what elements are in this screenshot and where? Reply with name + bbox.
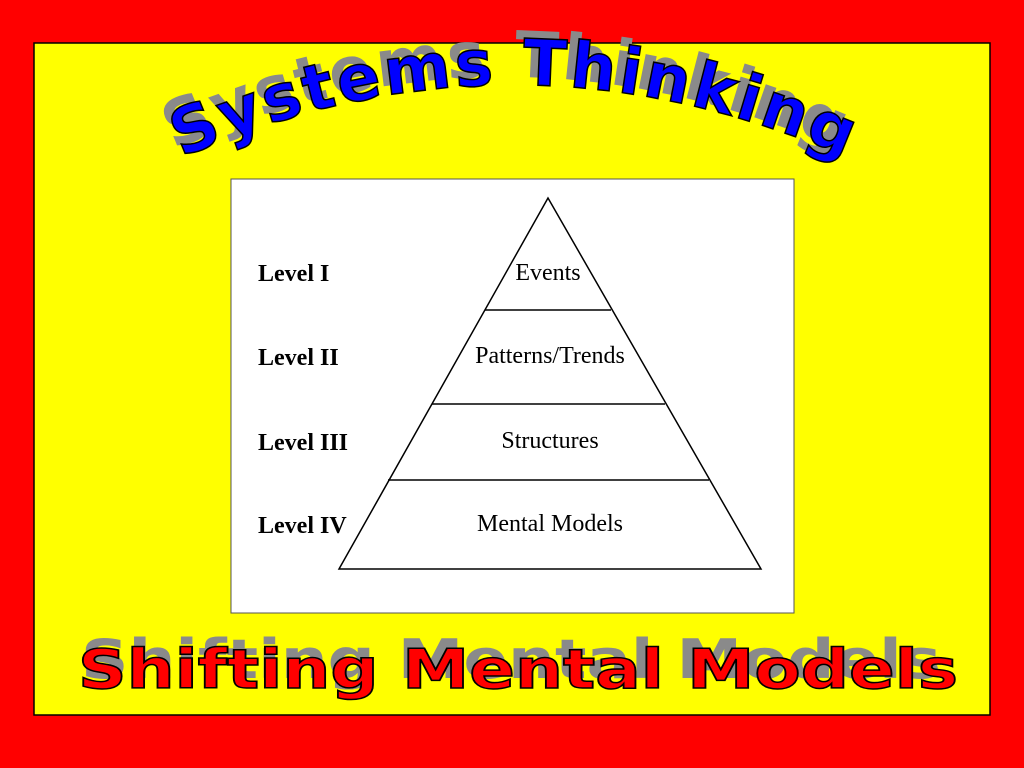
pyramid-tier-mental-models: Mental Models <box>477 511 623 537</box>
level-label-3: Level III <box>258 430 348 456</box>
pyramid-tier-patterns: Patterns/Trends <box>475 343 625 369</box>
level-label-2: Level II <box>258 345 339 371</box>
pyramid-tier-events: Events <box>515 260 580 286</box>
pyramid-outline <box>337 196 763 570</box>
level-label-4: Level IV <box>258 513 347 539</box>
subtitle-shadow: Shifting Mental Models <box>81 628 941 691</box>
subtitle: Shifting Mental Models <box>78 638 958 701</box>
pyramid-tier-structures: Structures <box>501 428 598 454</box>
level-label-1: Level I <box>258 261 329 287</box>
